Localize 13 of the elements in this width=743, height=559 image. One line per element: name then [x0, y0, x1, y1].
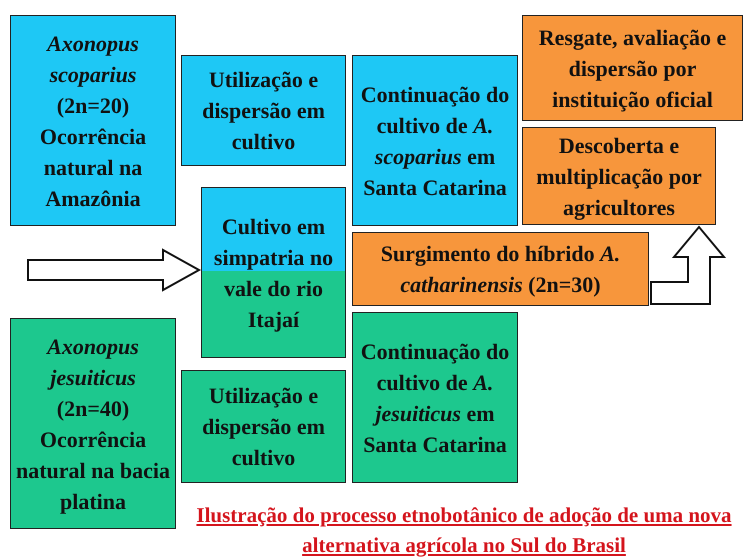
block-arrow: [650, 225, 726, 305]
process-box: Continuação do cultivo de A. scoparius em Santa Catarina: [352, 55, 518, 226]
process-box: Surgimento do híbrido A. catharinensis (2n=30): [352, 232, 649, 306]
process-box: Utilização e dispersão em cultivo: [181, 55, 346, 166]
caption: Ilustração do processo etnobotânico de adoção de uma nova alternativa agrícola no Sul do Brasil: [195, 502, 733, 559]
process-box: Cultivo em simpatria no vale do rio Itajaí: [201, 187, 346, 358]
process-box: Utilização e dispersão em cultivo: [181, 370, 346, 483]
process-box: Resgate, avaliação e dispersão por instituição oficial: [522, 15, 743, 121]
process-box: Axonopus scoparius (2n=20) Ocorrência natural na Amazônia: [10, 15, 176, 226]
process-box: Descoberta e multiplicação por agricultores: [522, 127, 716, 225]
process-box: Axonopus jesuiticus (2n=40) Ocorrência natural na bacia platina: [10, 318, 176, 529]
process-box: Continuação do cultivo de A. jesuiticus em Santa Catarina: [352, 312, 518, 483]
block-arrow: [27, 248, 202, 292]
